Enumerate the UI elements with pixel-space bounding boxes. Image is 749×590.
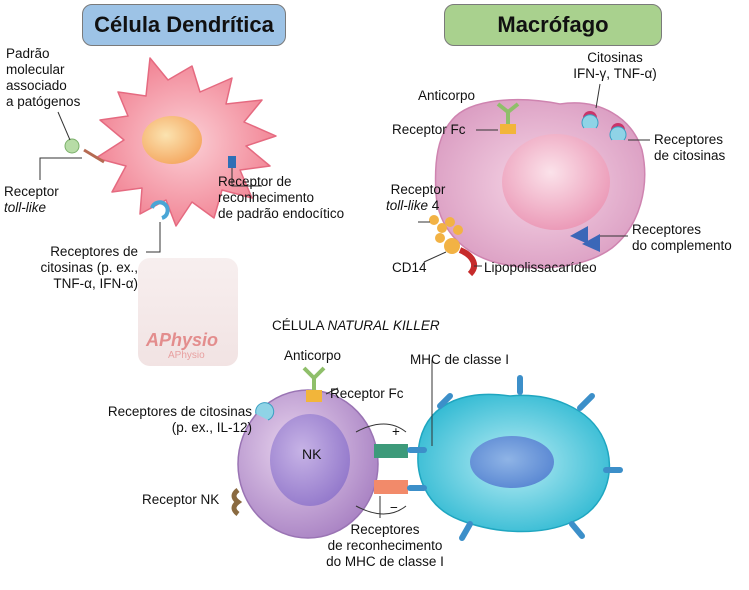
dc-toll-like-label: toll-like [4, 200, 47, 215]
macrophage-nucleus [502, 134, 610, 230]
mac-antibody [496, 102, 520, 124]
watermark-brand: APhysio [146, 330, 219, 350]
nk-section-prefix: CÉLULA [272, 318, 328, 333]
activation-arrow [355, 423, 407, 433]
inhibition-arrow [355, 505, 407, 515]
watermark-logo [138, 258, 238, 366]
nk-antibody [302, 366, 326, 390]
nk-receptor [231, 488, 243, 516]
plus-sign: + [392, 424, 400, 439]
macrophage-title: Macrófago [444, 4, 662, 46]
dc-cytokine-receptor [150, 200, 170, 220]
endocytic-receptor-label: Receptor de reconhecimento de padrão end… [218, 174, 345, 221]
tlr4-italic: toll-like [386, 198, 429, 213]
target-nucleus [470, 436, 554, 488]
nk-receptor-label: Receptor NK [142, 492, 220, 507]
dendritic-cell [39, 57, 277, 253]
nk-nucleus [270, 414, 350, 506]
nk-cell-label: NK [302, 446, 322, 462]
nk-section-title: CÉLULA NATURAL KILLER [272, 318, 440, 334]
cd14-molecule [444, 238, 460, 254]
tlr4-label-line1: Receptor [390, 182, 446, 197]
mac-cytokine-receptor-1 [581, 114, 599, 129]
dc-cytokine-receptors-label: Receptores de citosinas (p. ex., TNF-α, … [40, 244, 138, 291]
mhc-class-i-label: MHC de classe I [410, 352, 510, 367]
nk-section-italic: NATURAL KILLER [327, 318, 440, 333]
nk-cytokine-receptor [255, 402, 275, 421]
toll-like-receptor [83, 148, 105, 164]
activating-receptor [374, 444, 408, 458]
mac-fc-receptor [500, 124, 516, 134]
nk-fc-receptor [306, 390, 322, 402]
mac-cytokine-receptor-2 [609, 126, 627, 141]
mac-antibody-label: Anticorpo [418, 88, 476, 103]
inhibitory-receptor [374, 480, 408, 494]
nk-cell [231, 366, 408, 539]
pamp-label: Padrão molecular associado a patógenos [6, 46, 81, 109]
mac-cytokines-label: Citosinas IFN-γ, TNF-α) [573, 50, 657, 81]
tlr4-receptor [429, 215, 463, 243]
lps-molecule [458, 247, 478, 277]
dc-toll-receptor-label: Receptor [4, 184, 59, 199]
complement-receptor [570, 226, 600, 252]
nk-antibody-label: Anticorpo [284, 348, 342, 363]
dendritic-cell-title: Célula Dendrítica [82, 4, 286, 46]
macrophage-cell [418, 83, 650, 277]
nk-fc-receptor-label: Receptor Fc [330, 386, 404, 401]
dendritic-nucleus [142, 116, 202, 164]
tlr4-number: 4 [428, 198, 440, 213]
target-cell [325, 360, 623, 541]
mhc-class-i [407, 375, 623, 541]
tlr4-label-line2: toll-like 4 [386, 198, 439, 214]
mhc-recognition-label: Receptores de reconhecimento do MHC de c… [326, 522, 444, 569]
mac-cytokine-receptors-label: Receptores de citosinas [654, 132, 726, 163]
lps-label: Lipopolissacarídeo [484, 260, 597, 275]
watermark-sub: APhysio [168, 350, 205, 361]
mac-fc-receptor-label: Receptor Fc [392, 122, 466, 137]
endocytic-receptor [228, 156, 236, 168]
minus-sign: − [390, 500, 398, 515]
complement-receptors-label: Receptores do complemento [632, 222, 732, 253]
pamp-molecule [64, 138, 80, 154]
nk-cytokine-receptors-label: Receptores de citosinas (p. ex., IL-12) [107, 404, 252, 435]
cd14-label: CD14 [392, 260, 427, 275]
